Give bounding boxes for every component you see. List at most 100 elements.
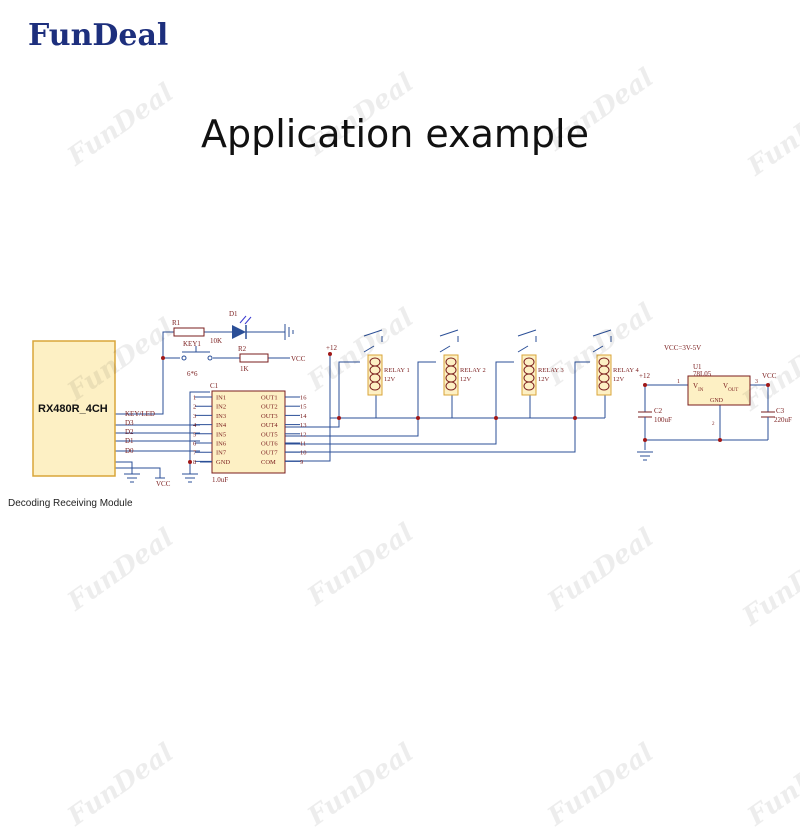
led-light-ray-1: [239, 315, 247, 324]
ic-left-pin-name: IN6: [216, 441, 227, 448]
ic-left-pin-name: IN3: [216, 413, 226, 420]
ic-left-pin-name: IN4: [216, 422, 227, 429]
key-contact-right: [207, 355, 213, 361]
r1-value: 10K: [210, 337, 222, 345]
ic-right-pin-number: 13: [300, 422, 307, 429]
relay-label: RELAY 4: [613, 367, 639, 374]
ic-left-pin-number: 1: [193, 395, 196, 402]
ic-right-pin-name: COM: [261, 459, 276, 466]
ic-left-pin-number: 6: [193, 441, 197, 448]
relay-label: RELAY 3: [538, 367, 564, 374]
wire-com: [285, 354, 331, 462]
ic-left-pin-number: 5: [193, 431, 196, 438]
brand-logo: FunDeal: [28, 18, 169, 53]
vcc-label-r2: VCC: [291, 355, 306, 363]
relay-contact: [363, 329, 383, 337]
module-caption: Decoding Receiving Module: [8, 498, 133, 509]
ic-left-pin-number: 8: [193, 459, 196, 466]
wire-out4: [285, 361, 360, 428]
ground-symbol-ic: [182, 473, 198, 483]
relay-label: RELAY 1: [384, 367, 410, 374]
ground-symbol-reg: [637, 451, 653, 461]
relay-voltage: 12V: [460, 376, 472, 383]
c3-ref: C3: [776, 407, 785, 415]
wire-gnd-module: [115, 461, 133, 474]
driver-ic: [211, 390, 286, 474]
wire-out6: [285, 361, 514, 445]
relay-coil-turn: [369, 381, 381, 391]
wire-r1: [162, 331, 174, 358]
key-value: 6*6: [187, 370, 198, 378]
relay-label: RELAY 2: [460, 367, 486, 374]
r2-ref: R2: [238, 345, 247, 353]
d1-ref: D1: [229, 310, 238, 318]
ground-symbol-d1: [284, 324, 294, 340]
plus12-label-regulator: +12: [639, 372, 650, 380]
key-contact-left: [181, 355, 187, 361]
ic-right-pin-number: 16: [300, 395, 307, 402]
regulator-pin2: 2: [712, 422, 715, 427]
wire-key-led: [115, 357, 180, 415]
relay-contact: [592, 329, 612, 337]
ic-right-pin-name: OUT5: [261, 431, 278, 438]
pin-label-key-led: KEY/LED: [125, 410, 155, 418]
vcc-label-module: VCC: [156, 480, 171, 488]
ic-right-pin-number: 9: [300, 459, 303, 466]
relay-armature: [592, 345, 604, 353]
relay-coil-turn: [598, 381, 610, 391]
page-title-text: Application example: [201, 112, 589, 156]
ic-right-pin-name: OUT6: [261, 441, 278, 448]
c3-value: 220uF: [774, 416, 792, 424]
ic-right-pin-number: 12: [300, 431, 307, 438]
regulator-pin3: 3: [755, 379, 758, 385]
relay-coil-turn: [523, 381, 535, 391]
ic-right-pin-number: 14: [300, 413, 307, 420]
ic-right-pin-name: OUT3: [261, 413, 278, 420]
ic-left-pin-number: 4: [193, 422, 197, 429]
c2-ref: C2: [654, 407, 663, 415]
c2-value: 100uF: [654, 416, 672, 424]
receiver-module: [32, 340, 116, 477]
plus12-label-relays: +12: [326, 344, 337, 352]
ic-left-pin-number: 7: [193, 450, 197, 457]
ic-value: 1.0uF: [212, 476, 228, 484]
regulator-ref: U1: [693, 363, 702, 371]
regulator-part: 78L05: [693, 370, 712, 378]
ic-left-pin-number: 2: [193, 404, 196, 411]
wire-out5: [285, 361, 436, 437]
ic-left-pin-name: IN2: [216, 404, 226, 411]
relay-coil-turn: [445, 381, 457, 391]
ic-ref: C1: [210, 382, 219, 390]
ic-left-pin-name: GND: [216, 459, 230, 466]
resistor-r1: [173, 327, 205, 337]
led-d1: [232, 325, 246, 339]
ic-left-pin-number: 3: [193, 413, 196, 420]
relay-voltage: 12V: [538, 376, 550, 383]
pin-label-d1: D1: [125, 437, 134, 445]
relay-contact: [517, 329, 537, 337]
regulator-vout: VOUT: [723, 382, 738, 393]
regulator-78l05: [687, 375, 751, 406]
pin-label-d3: D3: [125, 419, 134, 427]
ic-right-pin-number: 11: [300, 441, 306, 448]
ic-right-pin-name: OUT4: [261, 422, 278, 429]
wire-ic-c1: [189, 391, 210, 462]
resistor-r2: [239, 353, 269, 363]
wires: [115, 331, 769, 478]
page-title: Application example: [0, 112, 800, 156]
ic-left-pin-name: IN1: [216, 395, 226, 402]
ic-left-pin-name: IN7: [216, 450, 227, 457]
relay-armature: [363, 345, 375, 353]
wire-vcc-module: [115, 467, 161, 478]
ic-right-pin-name: OUT7: [261, 450, 278, 457]
pin-label-d2: D2: [125, 428, 134, 436]
relay-armature: [517, 345, 529, 353]
ic-left-pin-name: IN5: [216, 431, 226, 438]
r2-value: 1K: [240, 365, 249, 373]
ic-right-pin-number: 10: [300, 450, 307, 457]
ground-symbol-module: [124, 473, 140, 483]
relay-voltage: 12V: [384, 376, 396, 383]
module-name: RX480R_4CH: [38, 403, 108, 415]
